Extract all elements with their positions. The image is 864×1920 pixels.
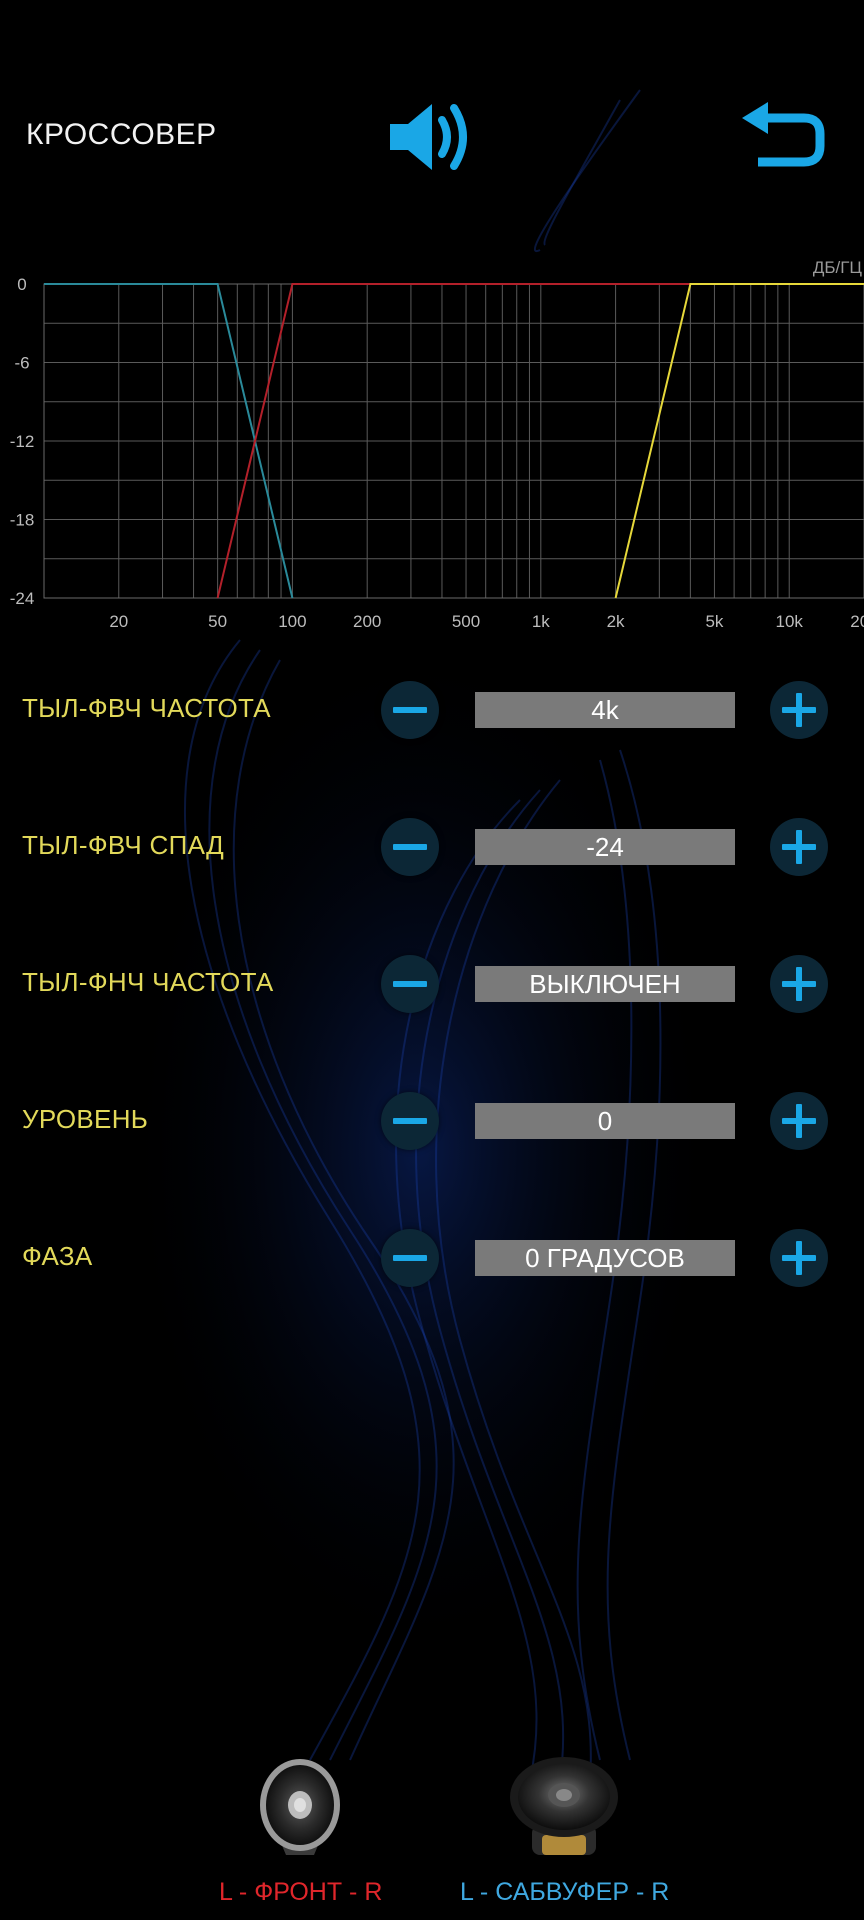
return-arrow-icon xyxy=(742,102,825,167)
x-tick-label: 1k xyxy=(532,612,550,631)
plus-icon-vertical xyxy=(796,967,802,1001)
series-line-1 xyxy=(216,283,691,599)
subwoofer-button[interactable] xyxy=(508,1755,620,1872)
decrease-button[interactable] xyxy=(381,955,439,1013)
minus-icon xyxy=(393,1255,427,1261)
control-label: ТЫЛ-ФВЧ ЧАСТОТА xyxy=(22,693,271,723)
increase-button[interactable] xyxy=(770,681,828,739)
subwoofer-label: L - САБВУФЕР - R xyxy=(460,1878,670,1906)
x-tick-label: 10k xyxy=(776,612,804,631)
front-speaker-label: L - ФРОНТ - R xyxy=(219,1878,383,1906)
control-label: ТЫЛ-ФВЧ СПАД xyxy=(22,830,224,860)
control-label: УРОВЕНЬ xyxy=(22,1104,149,1134)
decrease-button[interactable] xyxy=(381,1229,439,1287)
value-display: ВЫКЛЮЧЕН xyxy=(475,966,735,1002)
control-phase: ФАЗА 0 ГРАДУСОВ xyxy=(0,1223,864,1293)
y-tick-label: 0 xyxy=(17,275,26,294)
plus-icon-vertical xyxy=(796,1104,802,1138)
x-tick-label: 20 xyxy=(109,612,128,631)
control-rear-hpf-slope: ТЫЛ-ФВЧ СПАД -24 xyxy=(0,812,864,882)
crossover-chart: 0 -6 -12 -18 -24 20 50 100 200 500 1k 2k 5k 10k 20k Д… xyxy=(10,258,864,631)
increase-button[interactable] xyxy=(770,818,828,876)
volume-button[interactable] xyxy=(384,96,476,178)
control-label: ФАЗА xyxy=(22,1241,93,1271)
page-title: КРОССОВЕР xyxy=(26,118,217,151)
control-rear-hpf-frequency: ТЫЛ-ФВЧ ЧАСТОТА 4k xyxy=(0,675,864,745)
series-line-2 xyxy=(614,283,864,599)
front-speaker-button[interactable] xyxy=(252,1755,348,1870)
plus-icon-vertical xyxy=(796,830,802,864)
x-tick-label: 5k xyxy=(705,612,723,631)
value-display: 0 ГРАДУСОВ xyxy=(475,1240,735,1276)
plus-icon-vertical xyxy=(796,1241,802,1275)
x-tick-label: 50 xyxy=(208,612,227,631)
x-tick-label: 500 xyxy=(452,612,480,631)
value-display: 4k xyxy=(475,692,735,728)
series-line-0 xyxy=(44,283,294,599)
back-button[interactable] xyxy=(738,100,828,176)
unit-label: ДБ/ГЦ xyxy=(813,258,863,277)
y-tick-label: -12 xyxy=(10,432,35,451)
control-level: УРОВЕНЬ 0 xyxy=(0,1086,864,1156)
value-display: 0 xyxy=(475,1103,735,1139)
increase-button[interactable] xyxy=(770,1092,828,1150)
decrease-button[interactable] xyxy=(381,681,439,739)
crossover-graph: 0 -6 -12 -18 -24 20 50 100 200 500 1k 2k 5k 10k 20k Д… xyxy=(0,250,864,640)
x-tick-label: 2k xyxy=(607,612,625,631)
decrease-button[interactable] xyxy=(381,1092,439,1150)
minus-icon xyxy=(393,844,427,850)
minus-icon xyxy=(393,981,427,987)
x-tick-label: 20k xyxy=(850,612,864,631)
increase-button[interactable] xyxy=(770,955,828,1013)
y-tick-label: -18 xyxy=(10,511,35,530)
increase-button[interactable] xyxy=(770,1229,828,1287)
decrease-button[interactable] xyxy=(381,818,439,876)
subwoofer-icon xyxy=(510,1757,618,1855)
minus-icon xyxy=(393,707,427,713)
midrange-speaker-icon xyxy=(260,1759,340,1855)
plus-icon-vertical xyxy=(796,693,802,727)
y-tick-label: -24 xyxy=(10,589,35,608)
speaker-volume-icon xyxy=(390,104,467,170)
minus-icon xyxy=(393,1118,427,1124)
control-rear-lpf-frequency: ТЫЛ-ФНЧ ЧАСТОТА ВЫКЛЮЧЕН xyxy=(0,949,864,1019)
x-tick-label: 200 xyxy=(353,612,381,631)
value-display: -24 xyxy=(475,829,735,865)
control-label: ТЫЛ-ФНЧ ЧАСТОТА xyxy=(22,967,274,997)
y-tick-label: -6 xyxy=(14,354,29,373)
x-tick-label: 100 xyxy=(278,612,306,631)
